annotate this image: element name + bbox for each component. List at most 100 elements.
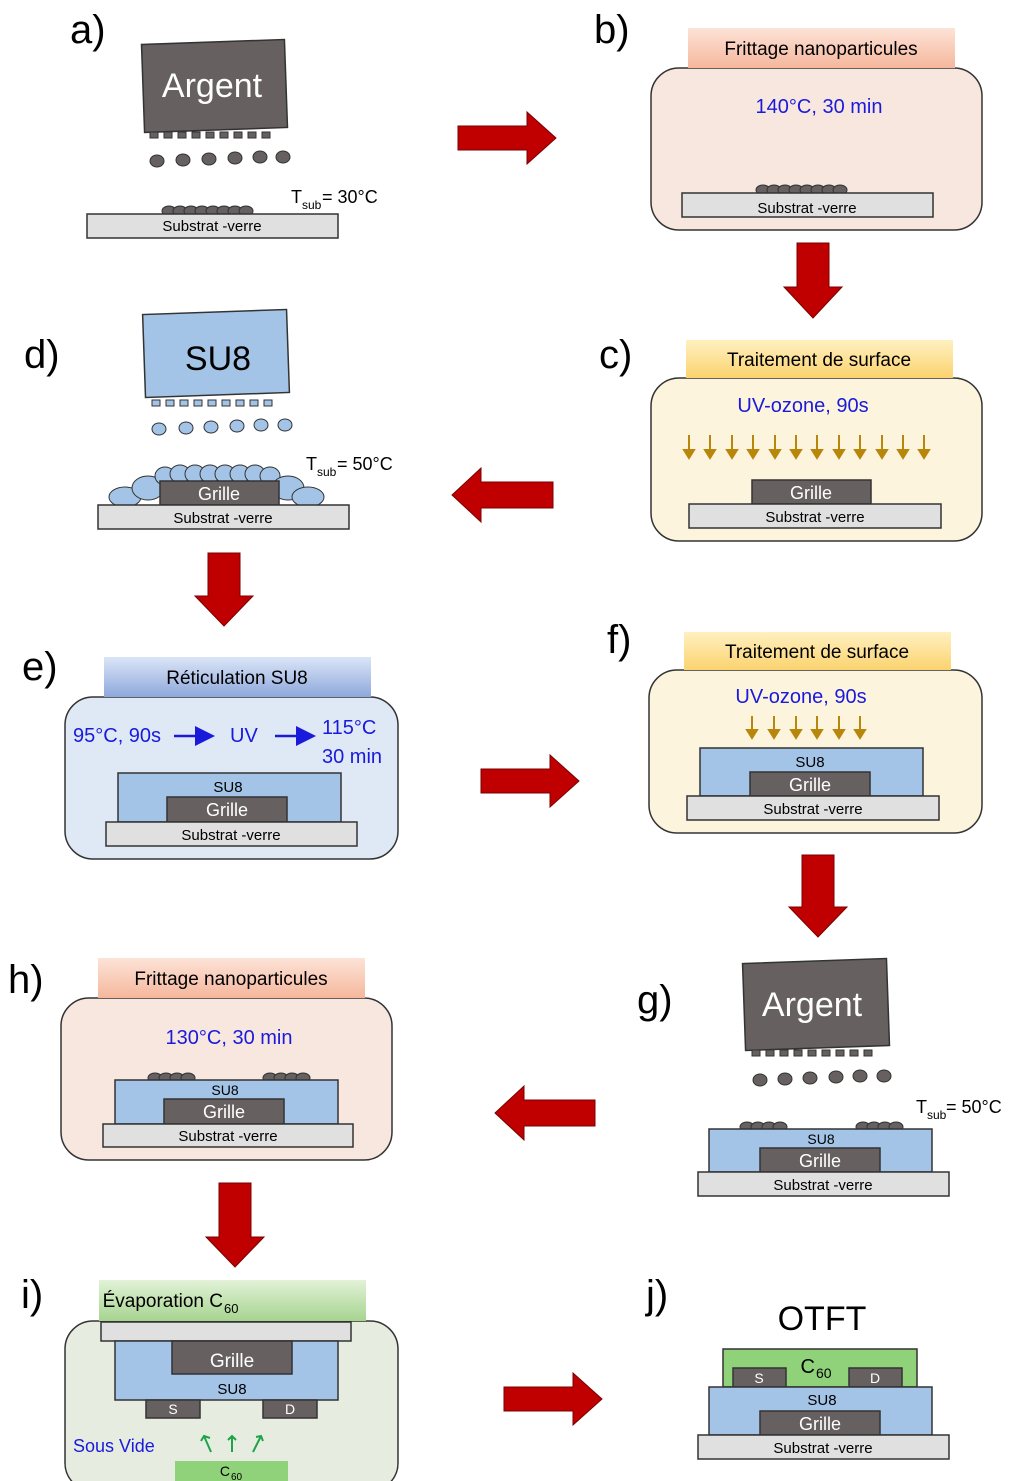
header-label: Frittage nanoparticules — [134, 969, 327, 990]
drain-contact — [262, 1399, 318, 1419]
gate-label: Grille — [789, 775, 831, 795]
step-d: d) SU8 Grille Substrat -verre T sub = 50… — [24, 308, 393, 530]
c60-label: C 60 — [801, 1356, 832, 1381]
evaporation-header — [99, 1280, 366, 1321]
step-i: i) Évaporation C 60 Grille SU8 S D Sous … — [21, 1273, 399, 1481]
substrate — [688, 503, 942, 529]
substrate-temperature: T sub = 50°C — [916, 1097, 1002, 1122]
temp-sub: sub — [927, 1108, 947, 1122]
su8-label: SU8 — [795, 754, 824, 771]
header-label: Traitement de surface — [725, 642, 909, 663]
cure-step-2: UV — [230, 725, 258, 747]
flow-arrow-g-h — [494, 1084, 596, 1142]
step-e-label: e) — [22, 645, 58, 689]
condition-label: 130°C, 30 min — [166, 1027, 293, 1049]
step-a-label: a) — [70, 8, 106, 52]
substrate-label: Substrat -verre — [757, 200, 856, 217]
inverted-substrate — [100, 1321, 352, 1342]
crucible-label: C 60 — [220, 1463, 243, 1481]
sintering-header — [688, 28, 955, 68]
printhead-nozzles — [149, 131, 271, 139]
substrate — [697, 1434, 950, 1460]
gate-label: Grille — [210, 1351, 254, 1372]
printhead-label: SU8 — [185, 340, 251, 378]
gate-electrode — [749, 771, 871, 797]
sintering-header — [98, 958, 365, 998]
uv-rays — [745, 716, 867, 740]
printhead-nozzles — [751, 1049, 873, 1057]
uv-rays — [682, 435, 931, 460]
silver-printhead: Argent — [140, 38, 289, 139]
printhead-label: Argent — [762, 986, 863, 1024]
flow-arrow-i-j — [503, 1371, 603, 1427]
flow-arrow-h-i — [204, 1182, 266, 1268]
su8-droplets — [151, 418, 293, 436]
substrate — [105, 821, 358, 847]
temp-prefix: T — [291, 187, 302, 207]
step-j: j) OTFT C 60 S D SU8 Grille Substrat -ve… — [645, 1273, 950, 1460]
condition-label: 140°C, 30 min — [756, 96, 883, 118]
uv-header — [686, 340, 953, 378]
c60-crucible — [175, 1461, 288, 1481]
gate-label: Grille — [206, 800, 248, 820]
cure-step-3-time: 30 min — [322, 746, 382, 768]
substrate-label: Substrat -verre — [181, 827, 280, 844]
substrate — [97, 504, 350, 530]
step-b-label: b) — [594, 8, 630, 52]
step-c-label: c) — [599, 333, 632, 377]
cure-step-1: 95°C, 90s — [73, 725, 161, 747]
substrate-label: Substrat -verre — [763, 801, 862, 818]
su8-label: SU8 — [213, 779, 242, 796]
condition-label: UV-ozone, 90s — [735, 686, 866, 708]
substrate — [697, 1171, 950, 1197]
deposited-su8 — [108, 464, 325, 508]
step-g-label: g) — [637, 978, 673, 1022]
crucible-prefix: C — [220, 1463, 230, 1479]
source-label: S — [754, 1370, 763, 1386]
printhead-label: Argent — [162, 67, 263, 105]
gate-label: Grille — [198, 484, 240, 504]
step-i-label: i) — [21, 1273, 43, 1317]
temp-sub: sub — [302, 198, 322, 212]
step-e: e) Réticulation SU8 95°C, 90s UV 115°C 3… — [22, 645, 399, 860]
c60-prefix: C — [801, 1356, 815, 1378]
gate-electrode — [171, 1340, 293, 1375]
gate-electrode — [163, 1098, 285, 1125]
gate-label: Grille — [203, 1102, 245, 1122]
substrate-temperature: T sub = 30°C — [291, 187, 378, 212]
substrate-label: Substrat -verre — [765, 509, 864, 526]
temp-value: = 50°C — [946, 1097, 1002, 1117]
substrate-label: Substrat -verre — [773, 1177, 872, 1194]
crucible-sub: 60 — [231, 1472, 243, 1481]
step-j-label: j) — [645, 1273, 668, 1317]
substrate-label: Substrat -verre — [173, 510, 272, 527]
curing-header — [104, 657, 371, 697]
header-label: Évaporation C 60 — [103, 1291, 239, 1316]
step-f: f) Traitement de surface UV-ozone, 90s S… — [607, 618, 983, 834]
temp-value: = 30°C — [322, 187, 378, 207]
vapor-arrows — [200, 1434, 264, 1453]
uv-header — [684, 632, 951, 670]
step-g: g) Argent SU8 Grille Substrat -verre T s… — [637, 957, 1002, 1197]
substrate-label: Substrat -verre — [773, 1440, 872, 1457]
header-label: Réticulation SU8 — [166, 668, 308, 689]
condition-label: UV-ozone, 90s — [737, 395, 868, 417]
gate-electrode — [159, 480, 280, 506]
step-f-label: f) — [607, 618, 631, 662]
device-title: OTFT — [778, 1300, 867, 1338]
flow-arrow-d-e — [193, 552, 255, 627]
gate-electrode — [759, 1147, 881, 1173]
printhead-nozzles — [151, 399, 273, 407]
step-h-label: h) — [8, 958, 44, 1002]
su8-label: SU8 — [807, 1131, 834, 1147]
header-label: Traitement de surface — [727, 350, 911, 371]
su8-label: SU8 — [217, 1381, 246, 1398]
temp-prefix: T — [306, 454, 317, 474]
cure-step-3-temp: 115°C — [322, 717, 376, 739]
c60-sub: 60 — [816, 1365, 832, 1381]
silver-droplets — [752, 1069, 892, 1087]
temp-value: = 50°C — [337, 454, 393, 474]
temp-sub: sub — [317, 465, 337, 479]
gate-label: Grille — [799, 1151, 841, 1171]
drain-label: D — [870, 1370, 880, 1386]
